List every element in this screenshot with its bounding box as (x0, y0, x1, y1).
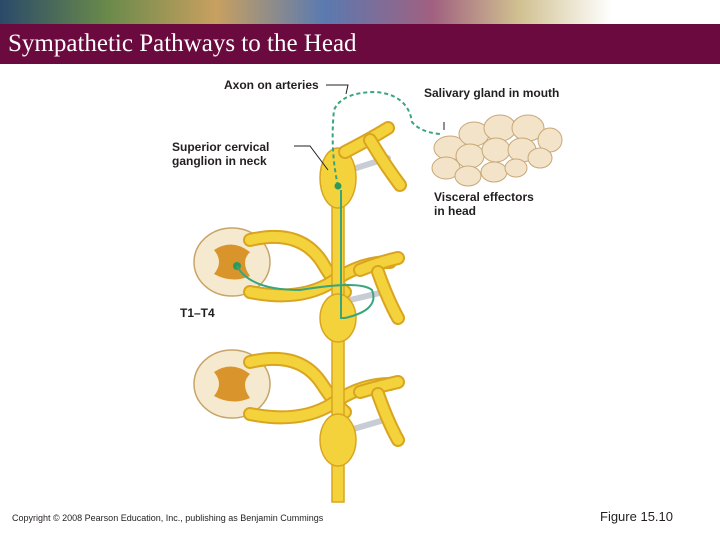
visceral-branches (338, 121, 407, 447)
synapse-dot (334, 182, 342, 190)
label-spinal-level: T1–T4 (180, 306, 215, 320)
label-visceral-effectors-line1: Visceral effectors (434, 190, 534, 204)
decorative-banner (0, 0, 720, 24)
leader-lines (294, 84, 445, 171)
copyright-notice: Copyright © 2008 Pearson Education, Inc.… (12, 513, 324, 523)
salivary-gland (431, 114, 563, 187)
superior-cervical-ganglion (319, 147, 357, 209)
label-superior-cervical-line2: ganglion in neck (172, 154, 267, 168)
trunk-ganglion-middle (319, 293, 357, 343)
label-visceral-effectors-line2: in head (434, 204, 477, 218)
sympathetic-pathway-diagram (193, 84, 563, 503)
trunk-ganglion-lower (319, 413, 357, 467)
slide-title: Sympathetic Pathways to the Head (8, 30, 357, 57)
label-superior-cervical-line1: Superior cervical (172, 140, 270, 154)
postganglionic-pathway (331, 90, 441, 187)
label-axon-on-arteries: Axon on arteries (224, 78, 319, 92)
label-salivary-gland: Salivary gland in mouth (424, 86, 560, 100)
preganglionic-pathway (236, 190, 375, 319)
title-bar (0, 24, 720, 64)
figure-number: Figure 15.10 (600, 509, 673, 524)
sympathetic-trunk (319, 147, 357, 503)
